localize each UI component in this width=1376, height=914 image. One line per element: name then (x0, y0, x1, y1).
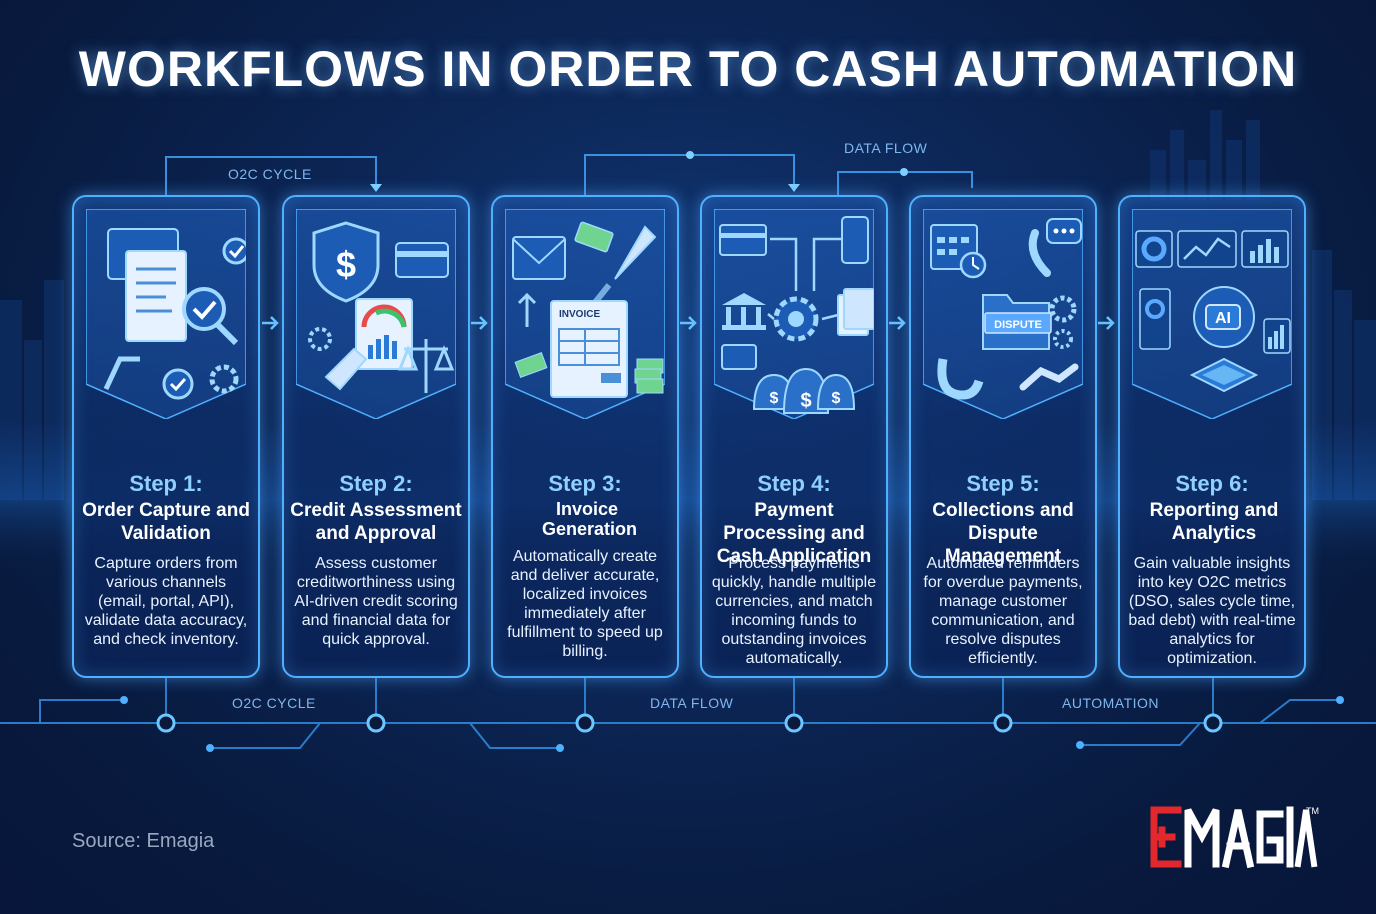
flow-label-automation: AUTOMATION (1062, 695, 1160, 711)
page-title: WORKFLOWS IN ORDER TO CASH AUTOMATION (78, 41, 1298, 97)
step-3-description: Automatically create and deliver accurat… (507, 548, 663, 660)
ai-art-label: AI (1215, 310, 1231, 327)
step-card-1: Step 1: Order Capture and Validation Cap… (72, 195, 260, 678)
step-4-title: Payment Processing and Cash Application (716, 500, 872, 567)
step-5-number: Step 5: (966, 471, 1040, 496)
step-1-title: Order Capture and Validation (82, 500, 250, 544)
step-5-description: Automated reminders for overdue payments… (923, 555, 1083, 667)
step-6-number: Step 6: (1175, 471, 1249, 496)
step-2-title: Credit Assessment and Approval (290, 500, 462, 544)
order-capture-illustration (86, 209, 246, 419)
step-3-number: Step 3: (548, 471, 622, 496)
step-2-description: Assess customer creditworthiness using A… (294, 555, 458, 648)
step-card-2: $ Step 2: Credit Assessment and Approval… (282, 195, 470, 678)
svg-text:$: $ (800, 390, 811, 412)
invoice-art-label: INVOICE (559, 309, 600, 320)
step-1-number: Step 1: (129, 471, 203, 496)
payment-processing-illustration: $ $ $ (714, 209, 874, 419)
logo-trademark: TM (1306, 806, 1319, 816)
step-1-description: Capture orders from various channels (em… (84, 555, 248, 648)
step-card-4: $ $ $ Step 4: Payment Processing and Cas… (700, 195, 888, 678)
step-card-6: AI Step 6: Reporting and Analytics Gain … (1118, 195, 1306, 678)
dispute-art-label: DISPUTE (994, 319, 1042, 331)
step-3-title: Invoice Generation (542, 499, 638, 539)
step-6-description: Gain valuable insights into key O2C metr… (1128, 555, 1296, 667)
svg-text:$: $ (832, 390, 841, 407)
step-4-number: Step 4: (757, 471, 831, 496)
flow-label-data-bottom: DATA FLOW (650, 695, 734, 711)
invoice-generation-illustration: INVOICE (505, 209, 665, 419)
reporting-analytics-illustration: AI (1132, 209, 1292, 419)
flow-label-o2c-bottom: O2C CYCLE (232, 695, 316, 711)
step-card-5: DISPUTE Step 5: Collections and Dispute … (909, 195, 1097, 678)
source-caption: Source: Emagia (72, 830, 215, 852)
credit-assessment-illustration: $ (296, 209, 456, 419)
emagia-logo (1150, 806, 1318, 869)
svg-text:$: $ (336, 244, 356, 285)
step-4-description: Process payments quickly, handle multipl… (711, 555, 877, 667)
step-6-title: Reporting and Analytics (1149, 500, 1279, 544)
collections-dispute-illustration: DISPUTE (923, 209, 1083, 419)
step-card-3: INVOICE Step 3: Invoice Generation Autom… (491, 195, 679, 678)
svg-text:$: $ (770, 390, 779, 407)
step-2-number: Step 2: (339, 471, 413, 496)
step-5-title: Collections and Dispute Management (932, 500, 1074, 567)
flow-label-data-top: DATA FLOW (844, 140, 928, 156)
flow-label-o2c-top: O2C CYCLE (228, 166, 312, 182)
